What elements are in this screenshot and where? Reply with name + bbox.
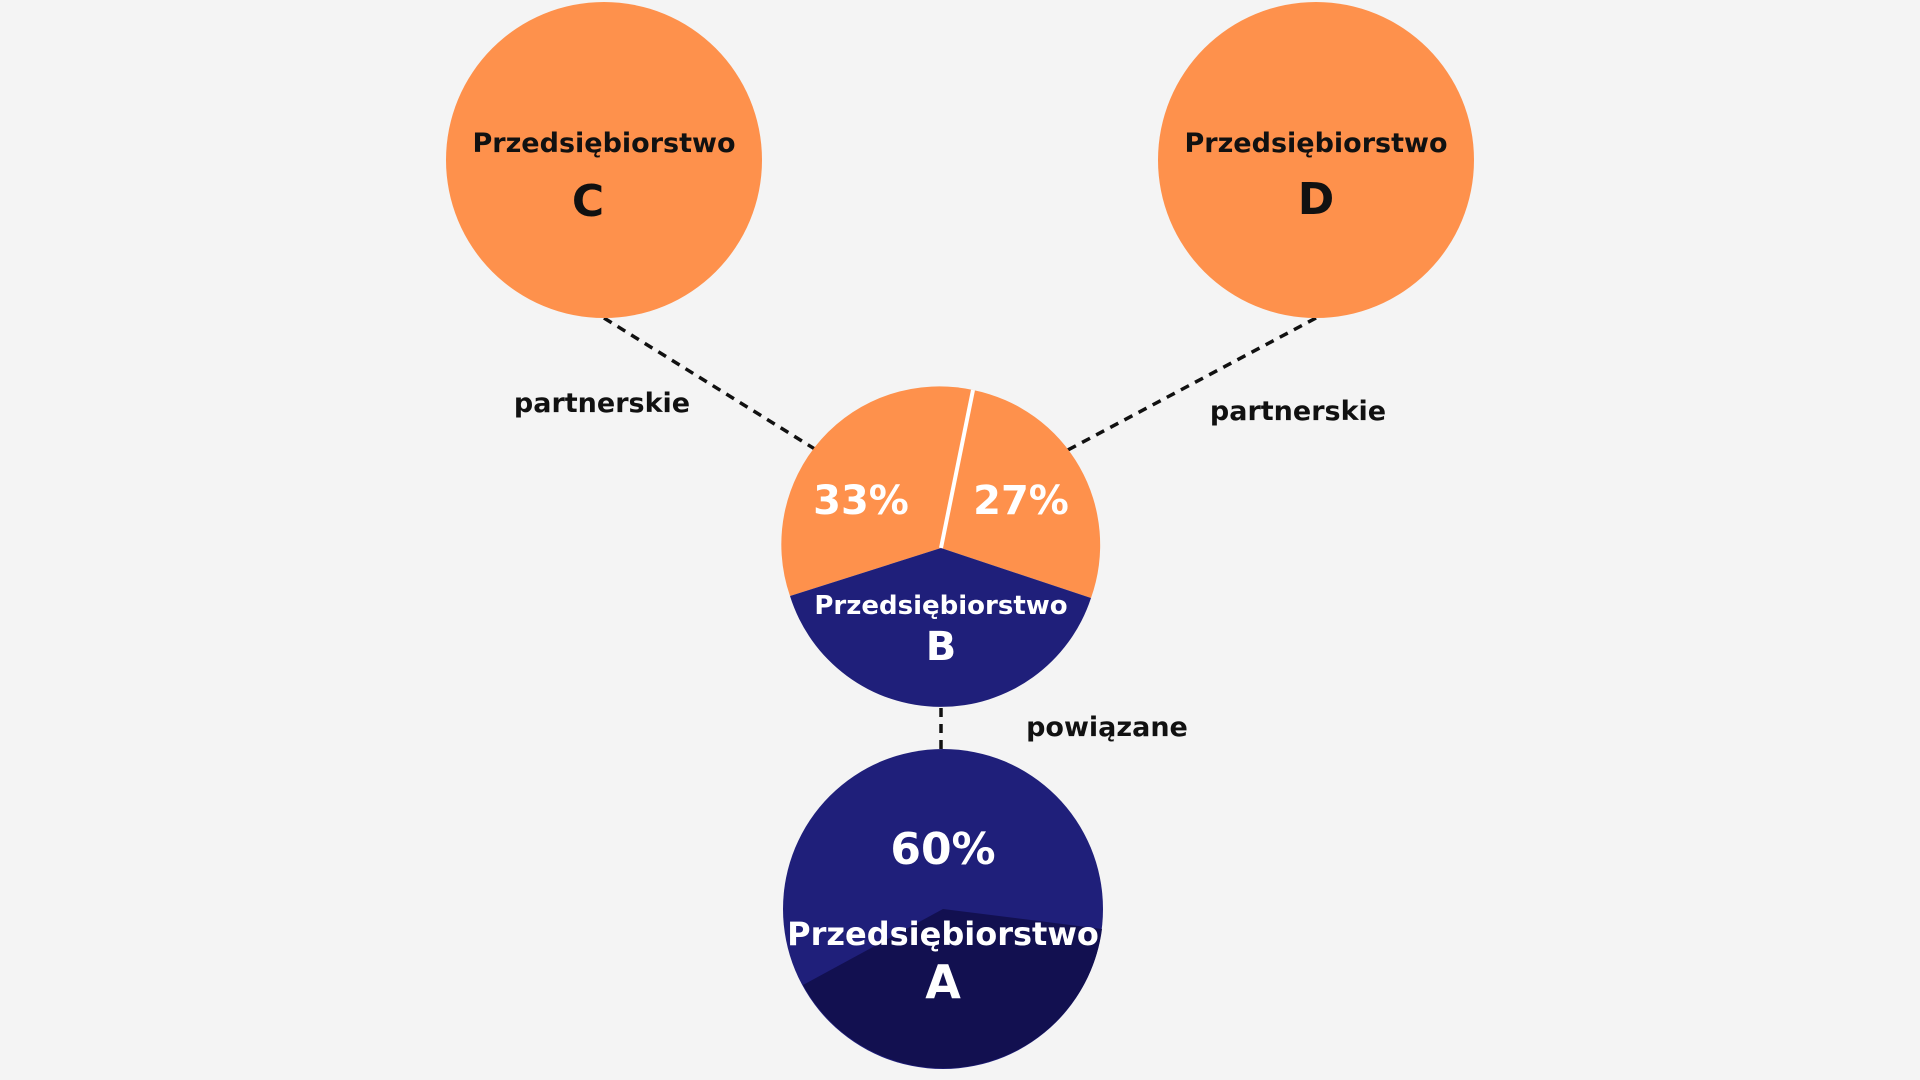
company-d-label: Przedsiębiorstwo xyxy=(1184,128,1447,159)
relation-label-c-b: partnerskie xyxy=(514,388,690,419)
connector-d-b xyxy=(1065,316,1317,453)
company-a-label: Przedsiębiorstwo xyxy=(787,915,1099,953)
company-b-slice-divider xyxy=(939,389,975,549)
connector-c-b xyxy=(603,316,819,453)
company-b-node: 33% 27% Przedsiębiorstwo B xyxy=(781,386,1101,707)
company-b-slice-d-share xyxy=(941,390,1101,598)
company-b-slice-c-share xyxy=(781,386,973,596)
company-c-circle xyxy=(446,2,762,318)
company-d-node: Przedsiębiorstwo D xyxy=(1158,2,1474,318)
company-b-label: Przedsiębiorstwo xyxy=(814,591,1067,621)
company-a-letter: A xyxy=(925,955,961,1009)
company-d-circle xyxy=(1158,2,1474,318)
company-d-letter: D xyxy=(1298,174,1335,225)
relation-label-d-b: partnerskie xyxy=(1210,396,1386,427)
company-b-slice-own xyxy=(790,548,1091,707)
company-a-lower-region xyxy=(803,909,1102,1069)
company-c-label: Przedsiębiorstwo xyxy=(472,128,735,159)
company-b-share-c: 33% xyxy=(813,478,909,524)
company-c-node: Przedsiębiorstwo C xyxy=(446,2,762,318)
company-a-share-b: 60% xyxy=(890,824,995,875)
relation-label-b-a: powiązane xyxy=(1026,712,1188,743)
company-a-node: 60% Przedsiębiorstwo A xyxy=(783,749,1103,1069)
company-b-letter: B xyxy=(926,624,957,670)
company-b-share-d: 27% xyxy=(973,478,1069,524)
company-c-letter: C xyxy=(572,176,604,227)
